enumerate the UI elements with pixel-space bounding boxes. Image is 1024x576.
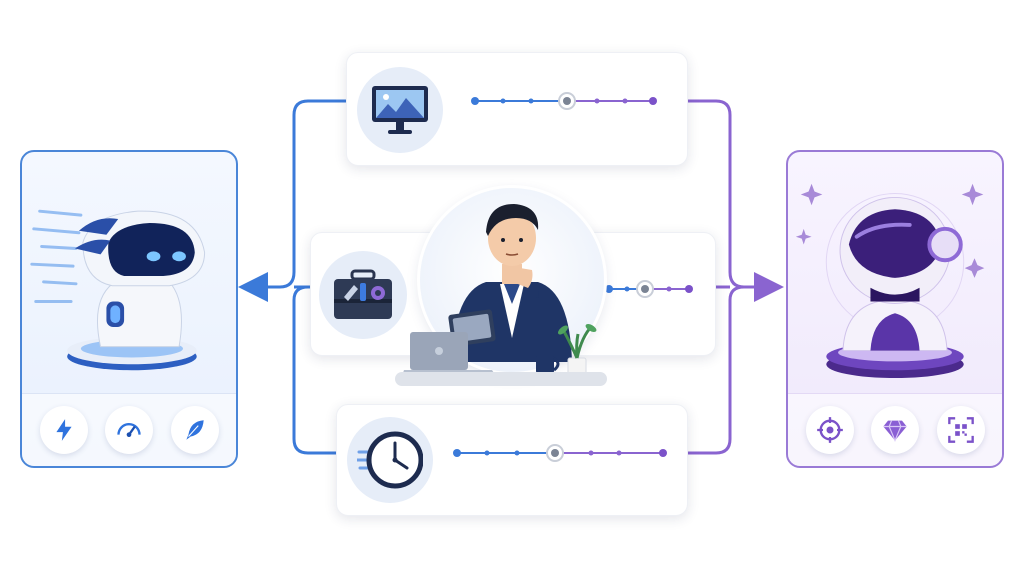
- target-badge: [805, 406, 854, 454]
- speedometer-badge: [105, 406, 153, 454]
- feather-badge: [170, 406, 219, 454]
- feather-icon: [185, 420, 204, 440]
- advanced-robot-panel: [786, 150, 1004, 468]
- clock-icon: [357, 431, 423, 489]
- qr-scan-icon: [947, 417, 974, 443]
- image-monitor-icon: [372, 86, 428, 134]
- task-slider-time: [453, 444, 667, 462]
- thinking-person-illustration: [402, 204, 597, 376]
- fast-robot-badges: [22, 393, 236, 466]
- lightning-badge: [39, 406, 88, 454]
- advanced-robot-illustration: [795, 183, 985, 379]
- qr-scan-badge: [936, 406, 985, 454]
- target-icon: [816, 417, 843, 443]
- task-icon-circle: [357, 67, 443, 153]
- fast-robot-panel: [20, 150, 238, 468]
- advanced-robot-badges: [788, 393, 1002, 466]
- task-icon-circle: [319, 251, 407, 339]
- left-connector: [238, 99, 352, 302]
- fast-robot-illustration: [30, 209, 206, 371]
- toolbox-icon: [334, 269, 392, 319]
- task-card-time: [336, 404, 688, 516]
- speedometer-icon: [117, 423, 141, 437]
- task-card-image: [346, 52, 688, 166]
- task-slider-image: [471, 92, 657, 110]
- task-icon-circle: [347, 417, 433, 503]
- desk-surface: [395, 372, 607, 386]
- task-slider-tools: [605, 280, 693, 298]
- diamond-badge: [871, 406, 919, 454]
- diamond-icon: [883, 420, 907, 443]
- lightning-icon: [55, 419, 72, 441]
